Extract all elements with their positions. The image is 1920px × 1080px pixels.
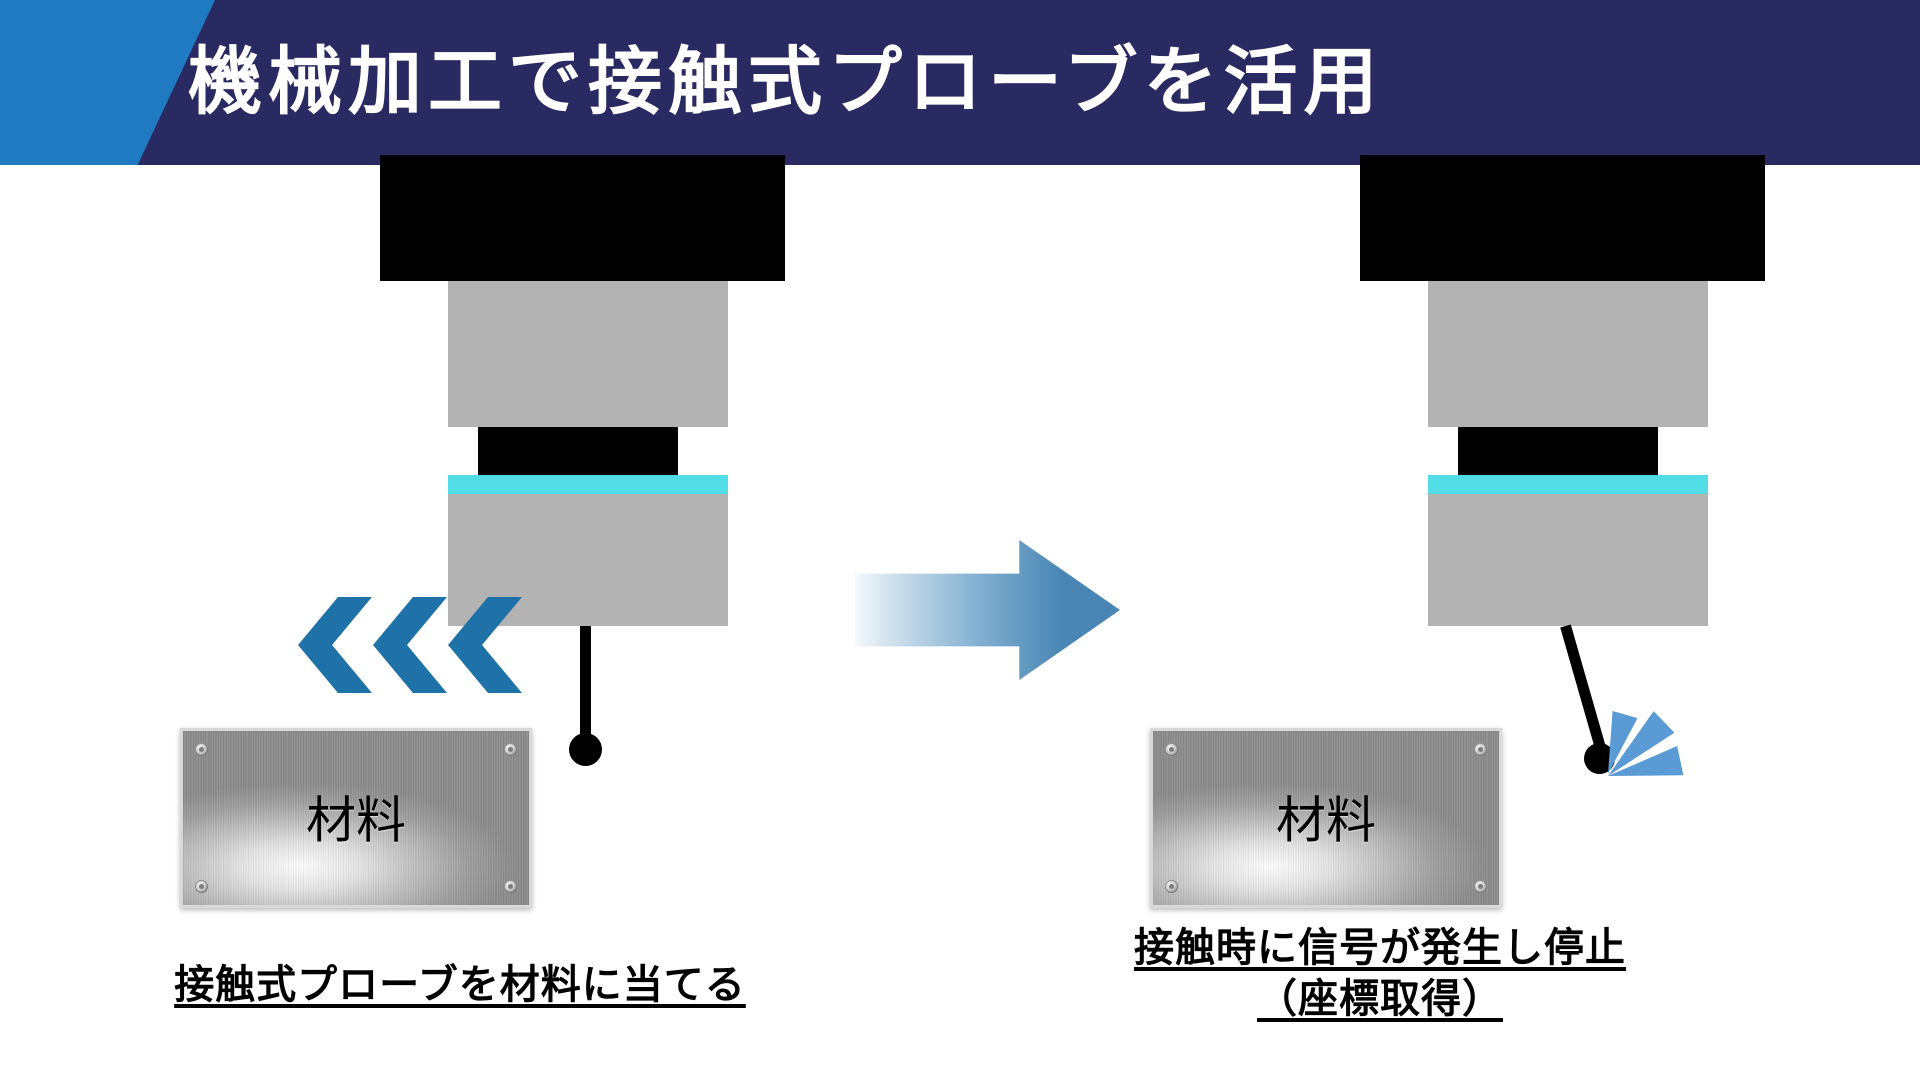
spindle-body <box>448 281 728 427</box>
stylus-shaft <box>1560 624 1606 748</box>
caption-line: （座標取得） <box>1257 976 1503 1023</box>
caption-line: 接触式プローブを材料に当てる <box>174 962 746 1008</box>
plate-screw <box>1165 743 1178 756</box>
probe-body <box>1428 494 1708 626</box>
plate-screw <box>195 743 208 756</box>
plate-screw <box>504 880 517 893</box>
chevron-left-icon <box>373 597 447 693</box>
caption-line: 接触時に信号が発生し停止 <box>1134 925 1626 971</box>
caption-before: 接触式プローブを材料に当てる <box>70 960 850 1011</box>
plate-screw <box>504 743 517 756</box>
plate-screw <box>195 880 208 893</box>
material-plate-before: 材料 <box>180 728 532 908</box>
page-title: 機械加工で接触式プローブを活用 <box>188 39 1384 125</box>
spindle-neck <box>1458 427 1658 475</box>
caption-after: 接触時に信号が発生し停止 （座標取得） <box>1030 923 1730 1025</box>
chevron-left-icon <box>298 597 372 693</box>
spindle-body <box>1428 281 1708 427</box>
material-plate-label: 材料 <box>306 791 406 850</box>
plate-screw <box>1165 880 1178 893</box>
header-accent-shape <box>0 0 215 165</box>
probe-collar <box>1428 475 1708 494</box>
material-plate-after: 材料 <box>1150 728 1502 908</box>
diagram-stage: 材料 接触式プローブを材料に当てる <box>0 155 1920 1080</box>
spindle-cap <box>380 155 785 281</box>
page-header: 機械加工で接触式プローブを活用 <box>0 0 1920 165</box>
plate-screw <box>1474 743 1487 756</box>
step-panel-before: 材料 接触式プローブを材料に当てる <box>60 155 960 1080</box>
spindle-neck <box>478 427 678 475</box>
step-panel-after: 材料 接触時に信号が発生し停止 （座標取得） <box>960 155 1860 1080</box>
probe-collar <box>448 475 728 494</box>
plate-screw <box>1474 880 1487 893</box>
stylus-shaft <box>580 626 591 741</box>
stylus-ball-tip <box>569 733 602 766</box>
spindle-cap <box>1360 155 1765 281</box>
material-plate-label: 材料 <box>1276 791 1376 850</box>
